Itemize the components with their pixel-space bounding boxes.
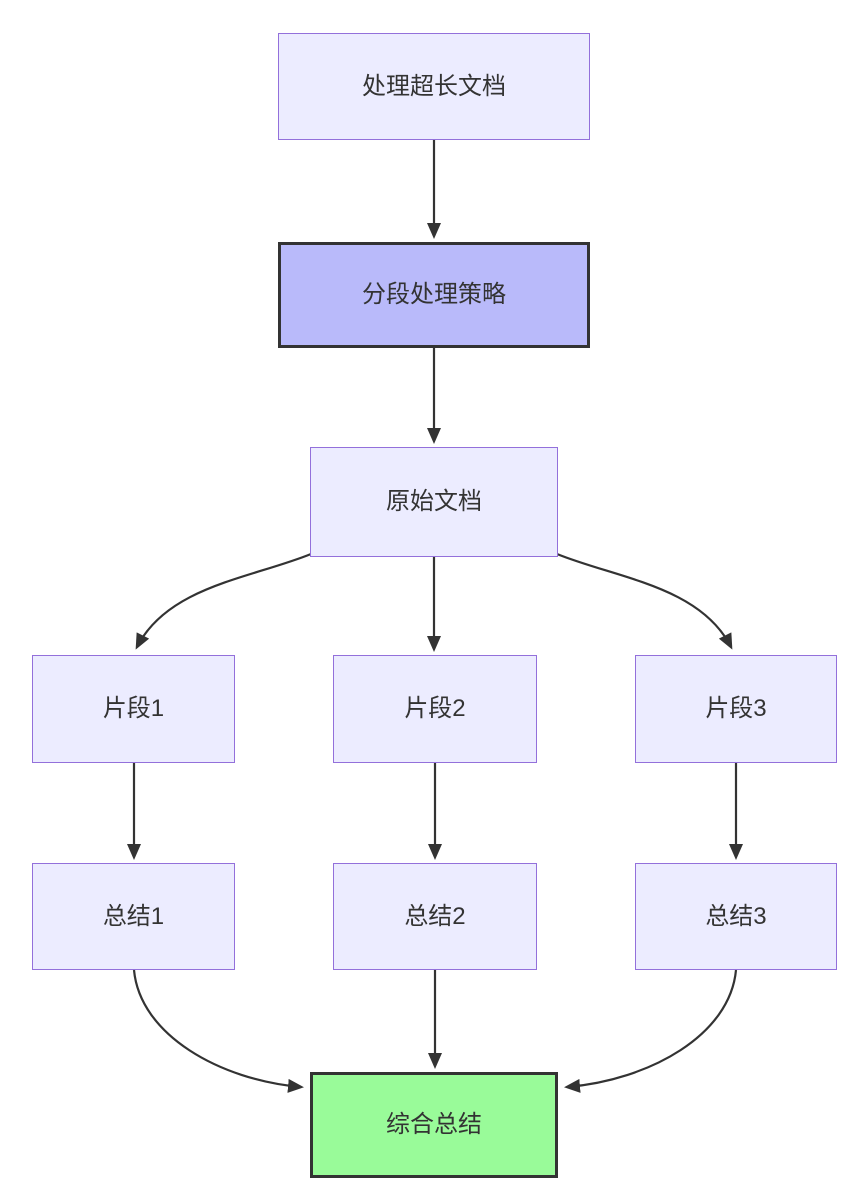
node-label: 总结3 xyxy=(705,902,767,930)
node-label: 片段2 xyxy=(404,695,466,723)
node-process-long-doc: 处理超长文档 xyxy=(278,33,590,140)
edge-summary-1-to-final-summary xyxy=(132,969,304,1093)
edge-original-doc-to-segment-1 xyxy=(135,552,312,650)
node-original-doc: 原始文档 xyxy=(310,447,558,557)
node-summary-2: 总结2 xyxy=(333,863,537,970)
node-label: 原始文档 xyxy=(386,488,482,516)
node-label: 总结1 xyxy=(102,902,165,930)
node-label: 分段处理策略 xyxy=(362,281,506,309)
node-final-summary: 综合总结 xyxy=(310,1072,558,1178)
node-label: 片段1 xyxy=(102,695,165,723)
node-segment-3: 片段3 xyxy=(635,655,837,763)
edge-original-doc-to-segment-3 xyxy=(556,552,733,650)
node-label: 综合总结 xyxy=(386,1111,482,1139)
node-label: 总结2 xyxy=(404,902,466,930)
node-segmentation-strategy: 分段处理策略 xyxy=(278,242,590,348)
node-segment-2: 片段2 xyxy=(333,655,537,763)
node-segment-1: 片段1 xyxy=(32,655,235,763)
node-summary-3: 总结3 xyxy=(635,863,837,970)
node-label: 处理超长文档 xyxy=(362,72,506,100)
node-label: 片段3 xyxy=(705,695,767,723)
node-summary-1: 总结1 xyxy=(32,863,235,970)
edge-summary-3-to-final-summary xyxy=(564,969,738,1093)
